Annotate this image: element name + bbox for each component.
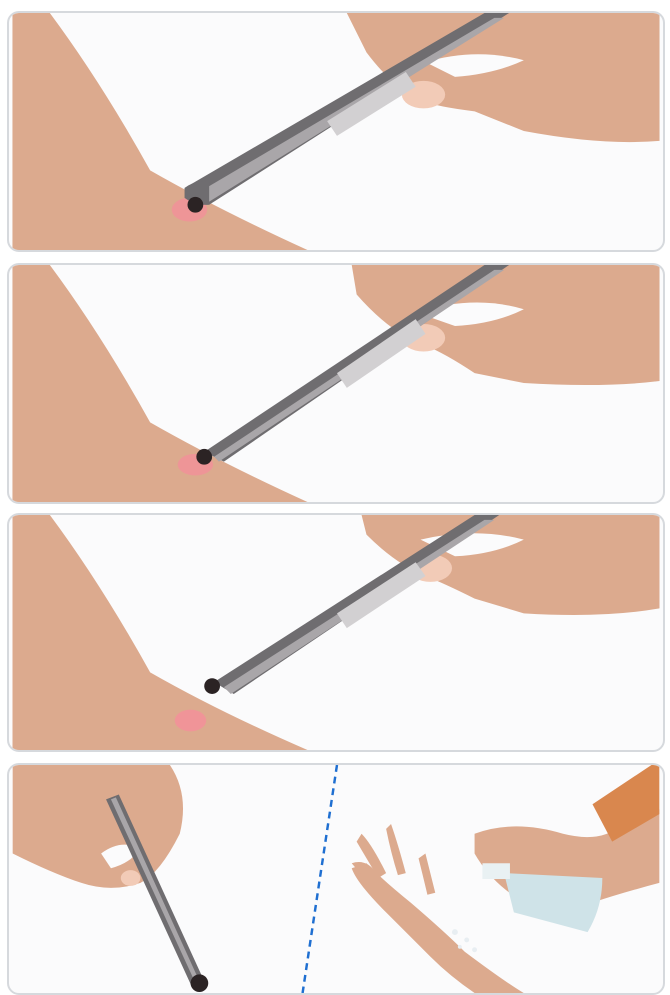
arm-illustration — [13, 515, 308, 750]
step-3-illustration — [9, 515, 663, 750]
tweezers-icon — [214, 515, 499, 694]
tick-icon — [188, 197, 204, 213]
tick-icon — [204, 678, 220, 694]
hand-illustration — [13, 765, 183, 888]
step-1-panel — [7, 11, 665, 252]
step-3-panel — [7, 513, 665, 752]
step-4-panel — [7, 763, 665, 995]
dashed-divider — [303, 765, 337, 993]
step-2-illustration — [9, 265, 663, 502]
tick-icon — [191, 974, 209, 992]
step-1-illustration — [9, 13, 663, 250]
step-2-panel — [7, 263, 665, 504]
arm-illustration — [12, 13, 307, 250]
step-4-illustration — [9, 765, 663, 993]
tick-icon — [196, 449, 212, 465]
bite-mark — [175, 710, 206, 732]
arm-illustration — [12, 265, 307, 502]
